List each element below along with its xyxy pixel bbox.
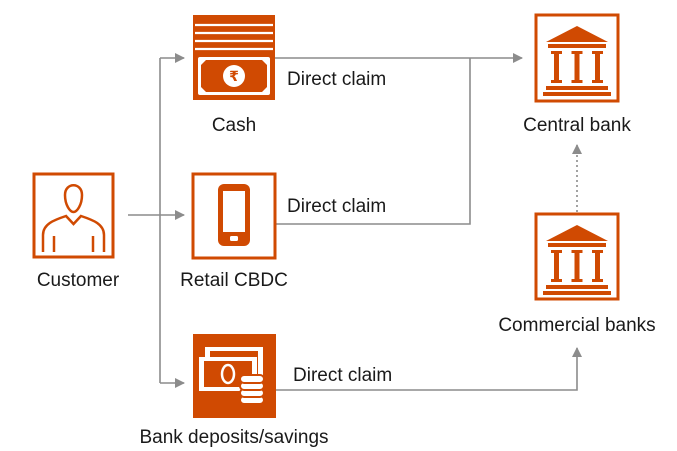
cbdc-edge-label: Direct claim (287, 196, 387, 217)
central-bank-label: Central bank (523, 115, 631, 136)
connectors (128, 53, 582, 391)
bank-building-icon (543, 26, 611, 96)
deposits-to-commercial-banks-line (276, 347, 582, 391)
retail-cbdc-label: Retail CBDC (180, 270, 288, 291)
deposits-edge-label: Direct claim (293, 365, 393, 386)
money-and-coins-icon (199, 347, 265, 405)
cash-label: Cash (211, 115, 257, 136)
commercial-banks-label: Commercial banks (498, 315, 656, 336)
smartphone-icon (218, 184, 250, 246)
cbdc-to-central-bank-line (275, 58, 471, 225)
cash-node: ₹ (193, 15, 275, 100)
commercial-banks-node (534, 212, 620, 301)
cash-edge-label: Direct claim (287, 69, 387, 90)
bank-deposits-label: Bank deposits/savings (139, 427, 329, 448)
central-bank-node (534, 13, 620, 103)
svg-text:₹: ₹ (229, 69, 239, 85)
customer-node (32, 172, 115, 259)
rupee-banknote-stack-icon: ₹ (195, 23, 273, 95)
person-icon (41, 184, 106, 252)
bank-building-icon (543, 225, 611, 295)
bank-deposits-node (193, 334, 276, 418)
retail-cbdc-node (191, 172, 277, 260)
customer-label: Customer (36, 270, 120, 291)
